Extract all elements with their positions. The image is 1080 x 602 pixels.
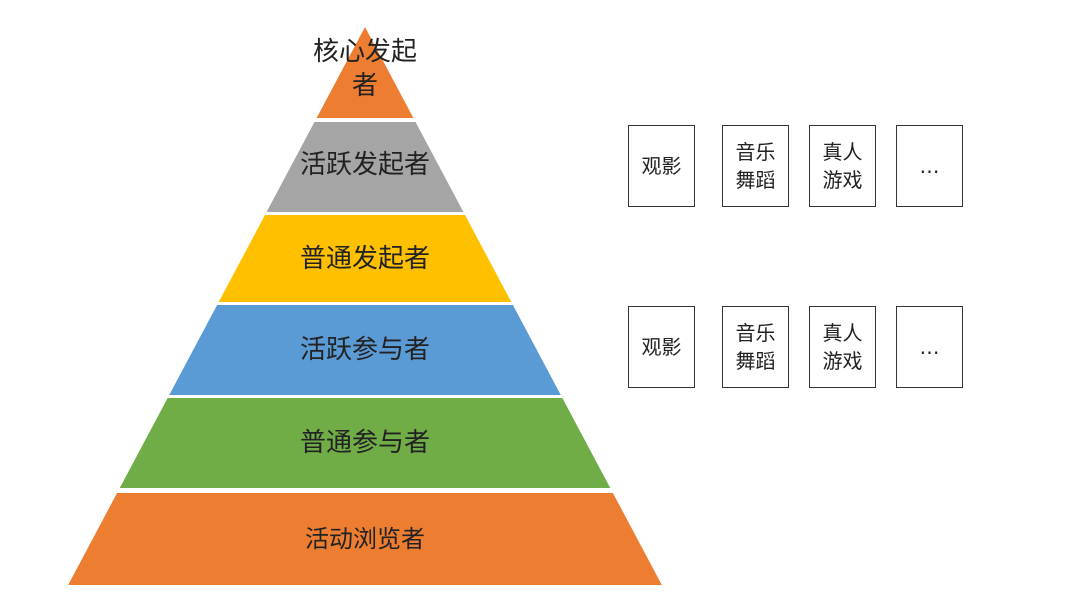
layer-label-regular-initiator: 普通发起者 [299,243,430,274]
layer-label-active-initiator: 活跃发起者 [299,150,430,180]
layer-label-activity-browser: 活动浏览者 [305,525,425,553]
activity-label: 真人游戏 [822,140,863,192]
activity-box-live-game: 真人游戏 [809,306,876,388]
activity-box-movie: 观影 [628,306,695,388]
activity-box-more: … [896,306,963,388]
activity-box-music-dance: 音乐舞蹈 [722,306,789,388]
activity-box-more: … [896,125,963,207]
pyramid-layer-regular-initiator [218,215,512,302]
pyramid-layer-active-participant [169,305,561,395]
pyramid-layer-core-initiator [316,27,414,118]
pyramid-layer-activity-browser [68,493,662,585]
activity-box-music-dance: 音乐舞蹈 [722,125,789,207]
layer-label-core-initiator: 核心发起者 [312,37,417,101]
activity-label: 音乐舞蹈 [735,321,776,373]
pyramid-layer-regular-participant [119,398,611,488]
layer-label-active-participant: 活跃参与者 [299,335,430,365]
pyramid-layer-active-initiator [266,122,464,212]
activity-label: 观影 [641,335,682,359]
activity-box-movie: 观影 [628,125,695,207]
activity-label: 音乐舞蹈 [735,140,776,192]
activity-box-live-game: 真人游戏 [809,125,876,207]
activity-label: … [919,335,940,359]
activity-label: 观影 [641,154,682,178]
layer-label-regular-participant: 普通参与者 [299,428,430,458]
activity-label: 真人游戏 [822,321,863,373]
activity-label: … [919,154,940,178]
